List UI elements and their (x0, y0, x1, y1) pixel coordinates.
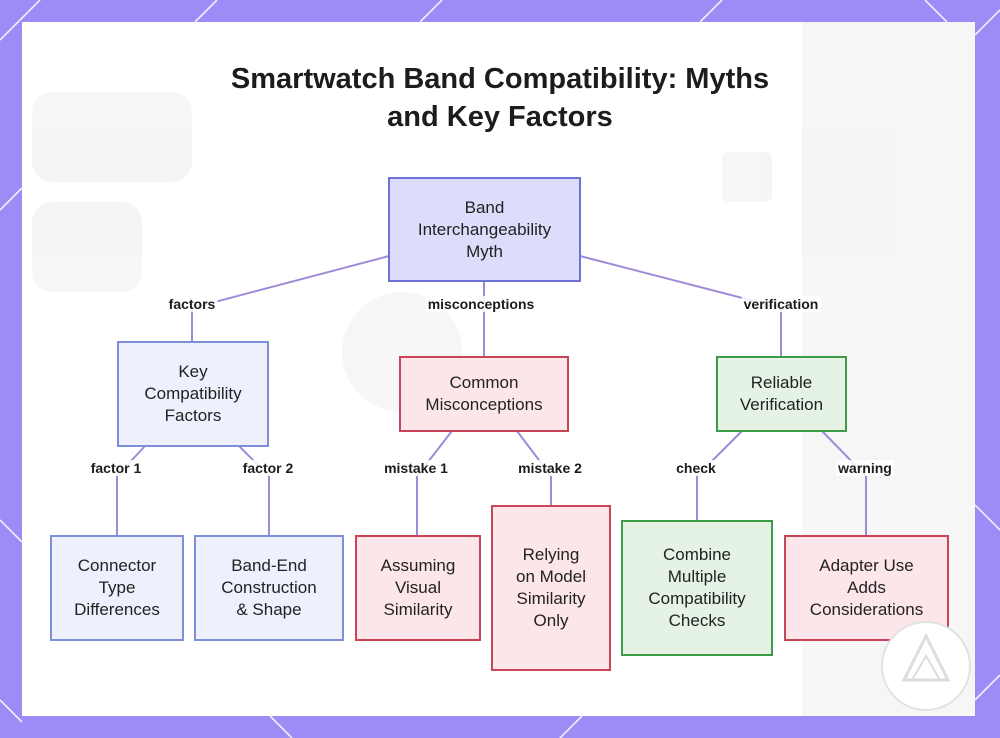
page-title-line-2: and Key Factors (387, 101, 613, 133)
edge-verification-adapter (821, 430, 867, 536)
edge-label-factor-1: factor 1 (88, 460, 144, 476)
edge-label-check: check (674, 460, 718, 476)
edge-label-warning: warning (836, 460, 894, 476)
edge-factors-bandend (238, 445, 270, 536)
page-title: Smartwatch Band Compatibility: Myths and… (0, 60, 1000, 136)
edge-label-factor-2: factor 2 (240, 460, 296, 476)
page-title-line-1: Smartwatch Band Compatibility: Myths (230, 63, 770, 95)
edge-misconceptions-visual (416, 430, 453, 536)
edge-root-factors (191, 255, 390, 342)
edge-label-mistake-1: mistake 1 (382, 460, 450, 476)
edge-label-mistake-2: mistake 2 (516, 460, 584, 476)
edge-label-factors: factors (166, 296, 218, 312)
edge-label-verification: verification (741, 296, 821, 312)
edge-label-misconceptions: misconceptions (425, 296, 537, 312)
edge-verification-combine (696, 430, 743, 521)
watermark-logo-icon (881, 621, 971, 711)
edge-factors-connector (116, 445, 146, 536)
edge-misconceptions-model (516, 430, 552, 506)
